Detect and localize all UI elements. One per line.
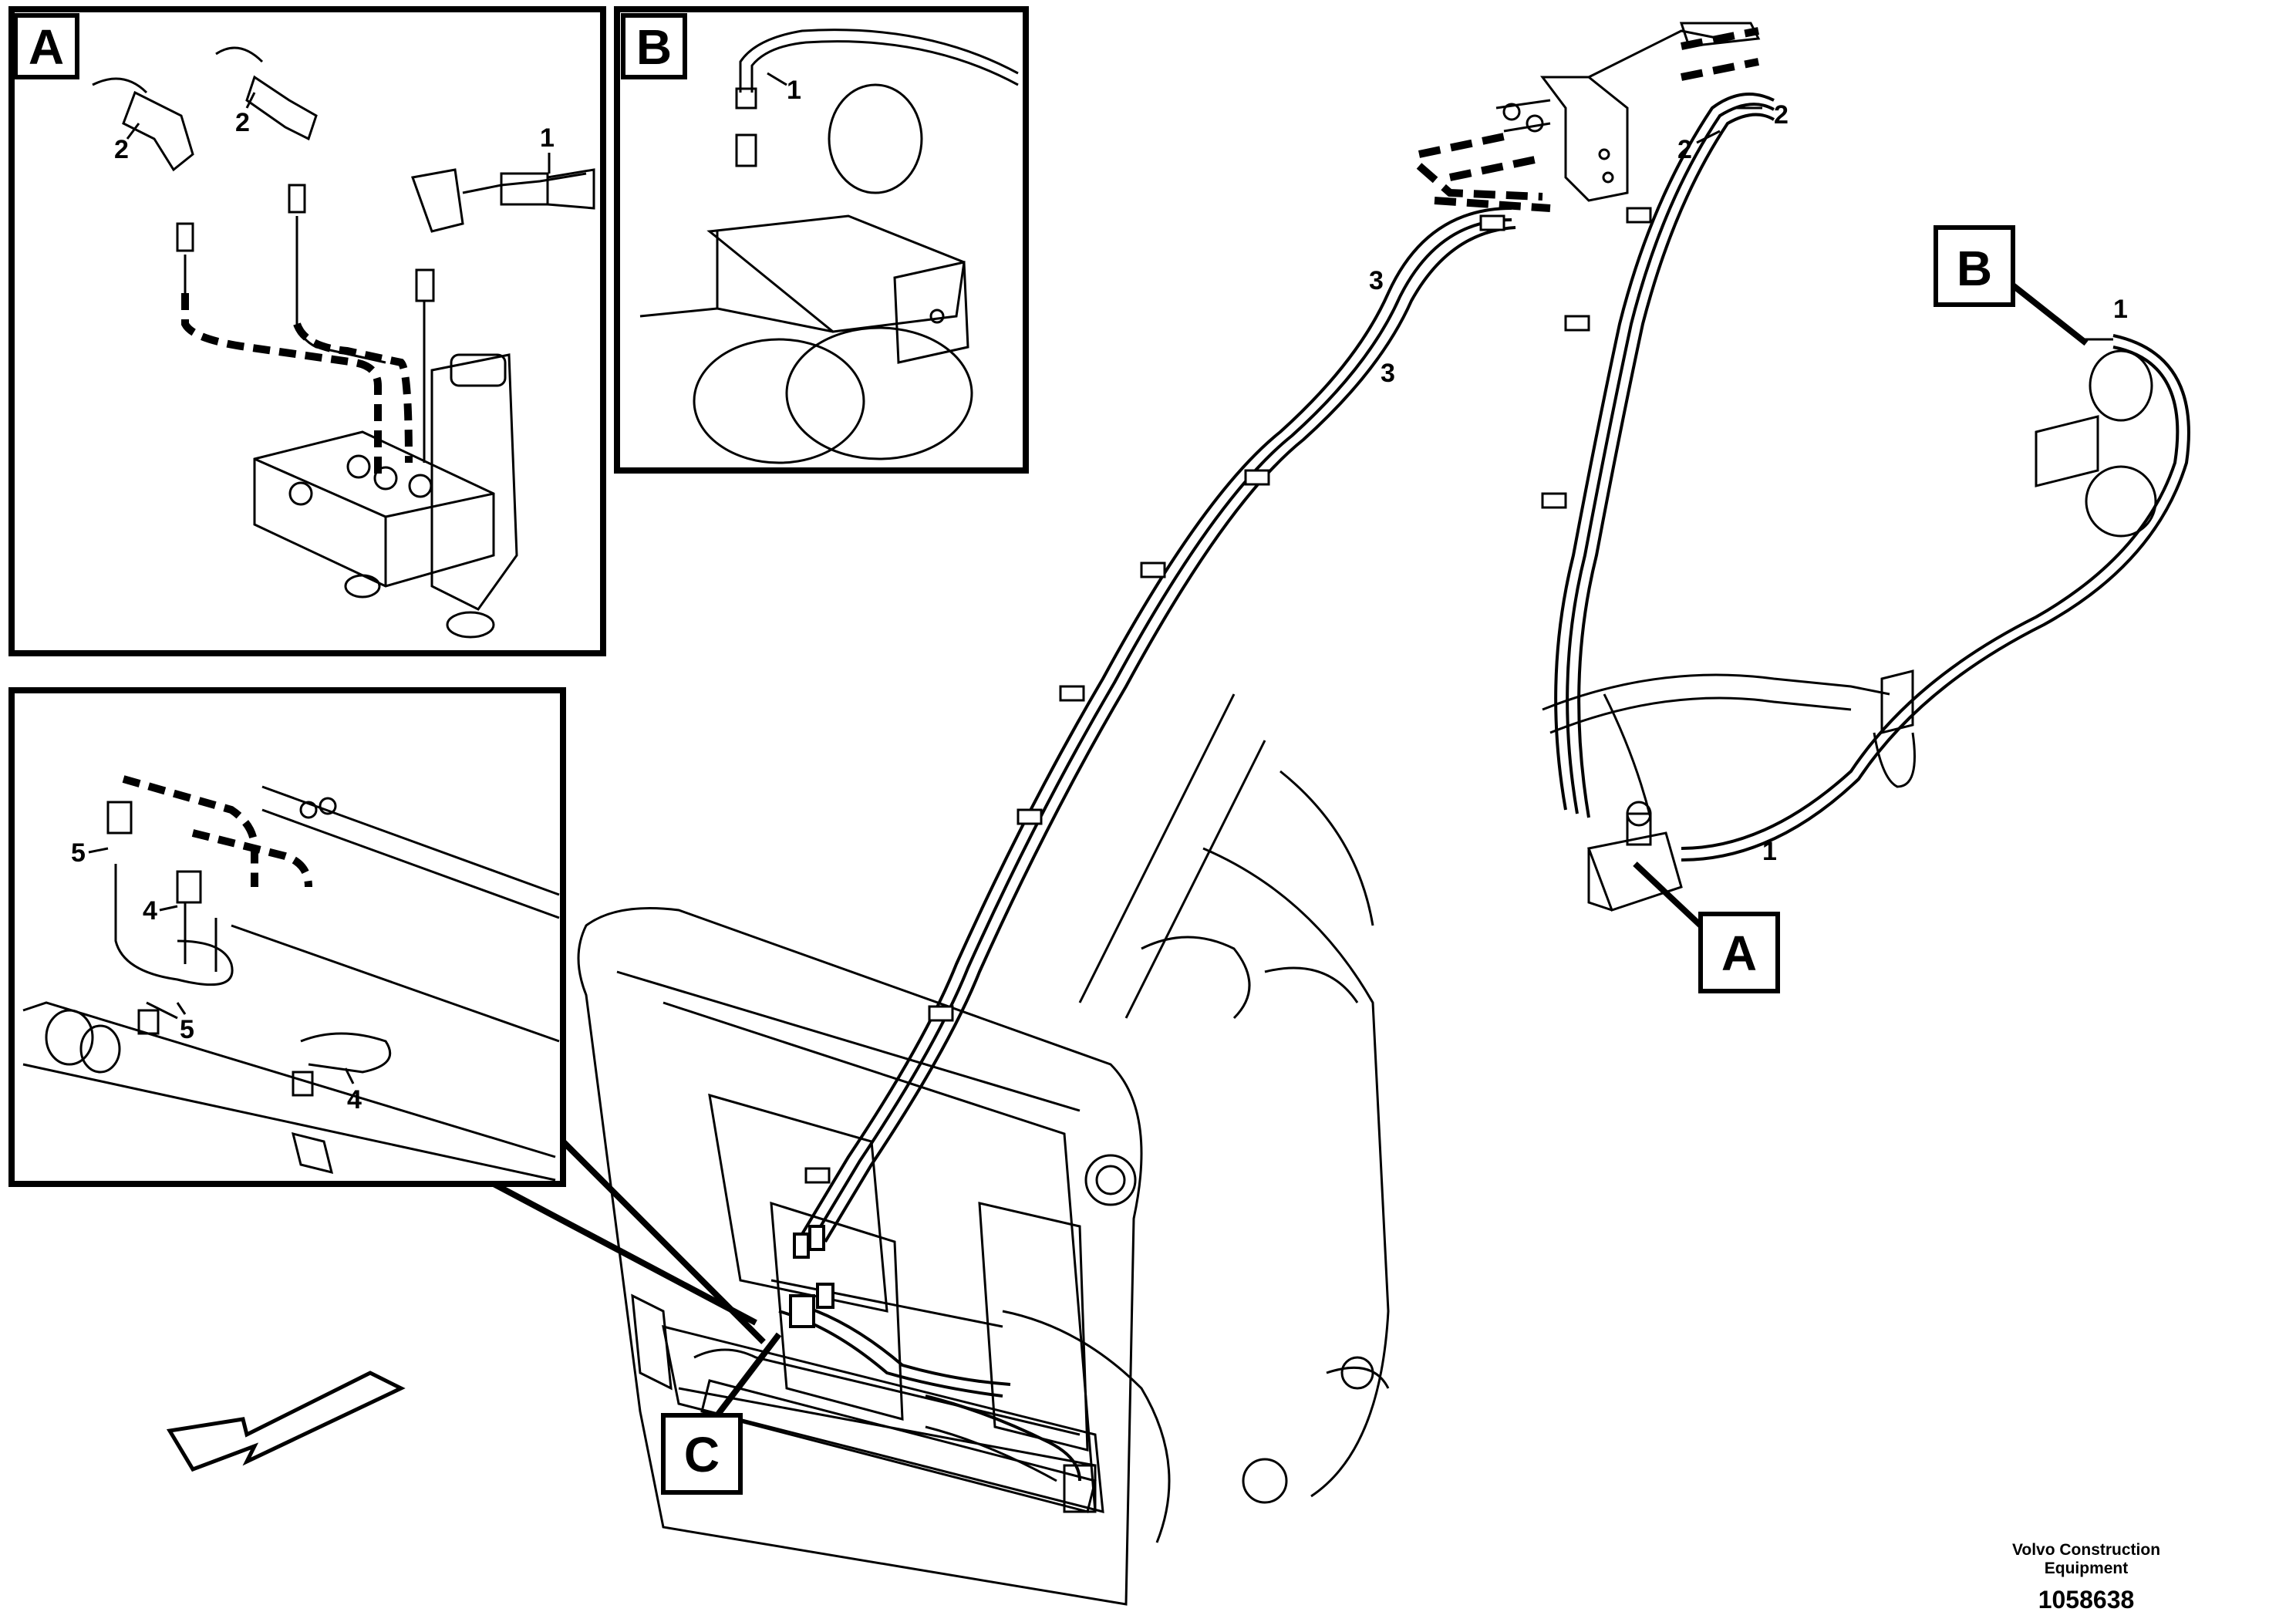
- upper-bracket: [1495, 22, 1761, 202]
- detail-label-a-main: A: [1633, 862, 1780, 993]
- company-name-line2: Equipment: [2044, 1560, 2129, 1577]
- detail-label-a-small: A: [13, 13, 79, 79]
- detail-c-leader-edge: [492, 1181, 757, 1326]
- callout-4: 4: [143, 896, 157, 926]
- company-name-line1: Volvo Construction: [2011, 1541, 2161, 1559]
- callout-2: 2: [1774, 100, 1789, 130]
- callout-1: 1: [1762, 837, 1777, 866]
- detail-label-b-main: B: [1934, 225, 2089, 346]
- svg-text:A: A: [1721, 926, 1757, 981]
- svg-text:A: A: [29, 19, 64, 75]
- hose-line-1: [1681, 334, 2190, 862]
- hose-line-3: [801, 207, 1516, 1243]
- detail-c-panel: [8, 687, 566, 1187]
- accumulator-right: [2035, 338, 2157, 538]
- callout-4: 4: [347, 1085, 362, 1114]
- callout-5: 5: [180, 1015, 194, 1044]
- callout-1: 1: [540, 123, 555, 153]
- part-callouts: 2 2 1 1 3 3 2 2 1 1 5 4 5 4: [71, 72, 2128, 1114]
- hose-line-2: [1554, 93, 1775, 818]
- callout-3: 3: [1369, 266, 1384, 295]
- forward-direction-arrow: [166, 1371, 406, 1472]
- svg-text:B: B: [636, 19, 672, 75]
- callout-2: 2: [114, 135, 129, 164]
- hidden-hose-paths: [1416, 27, 1759, 212]
- callout-3: 3: [1381, 359, 1395, 388]
- detail-a-panel: [8, 6, 606, 656]
- callout-1: 1: [787, 76, 801, 105]
- svg-text:C: C: [684, 1427, 720, 1482]
- callout-5: 5: [71, 838, 86, 868]
- drawing-number: 1058638: [2038, 1586, 2135, 1614]
- detail-b-panel: [614, 6, 1029, 474]
- callout-2: 2: [1677, 135, 1692, 164]
- valve-assembly: [1542, 669, 1916, 912]
- publisher-credit: Volvo Construction Equipment 1058638: [1990, 1541, 2183, 1614]
- callout-2: 2: [235, 108, 250, 137]
- detail-label-c-main: C: [661, 1332, 782, 1495]
- tilt-cylinder: [700, 1379, 1097, 1513]
- callout-1: 1: [2113, 295, 2128, 324]
- detail-label-b-small: B: [621, 13, 687, 79]
- lower-fittings: [778, 1225, 1081, 1482]
- loader-frame: [577, 693, 1390, 1606]
- hose-clamps: [804, 207, 1652, 1184]
- svg-text:B: B: [1957, 241, 1992, 296]
